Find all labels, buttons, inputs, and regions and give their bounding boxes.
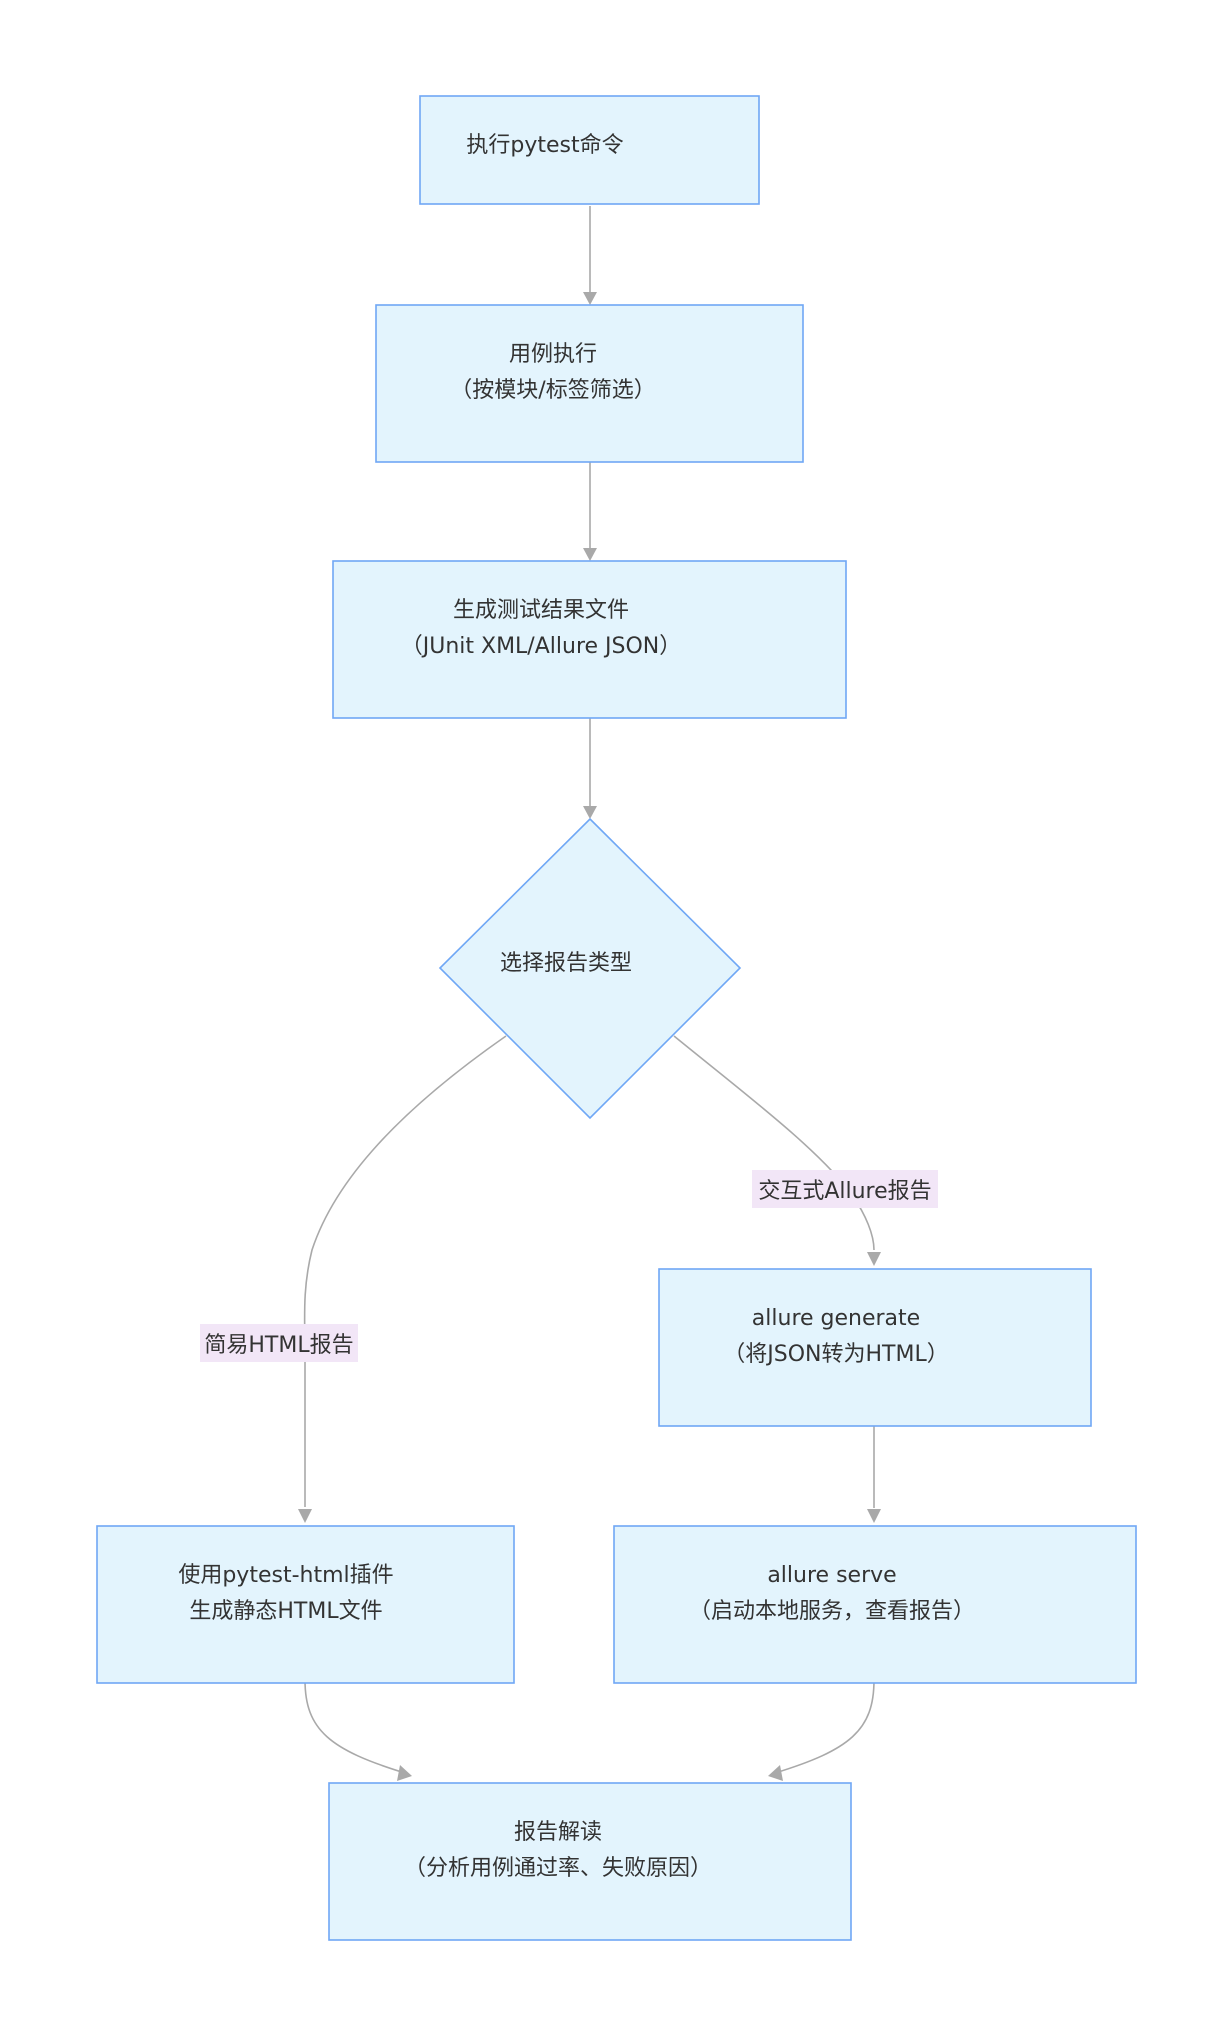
edge-label-simple-html: 简易HTML报告 <box>200 1324 358 1362</box>
node-pytest-html-line2: 生成静态HTML文件 <box>189 1599 382 1624</box>
arrow-serve-to-analysis <box>768 1765 783 1781</box>
node-execute-cases: 用例执行 （按模块/标签筛选） <box>375 304 804 463</box>
node-generate-results: 生成测试结果文件 （JUnit XML/Allure JSON） <box>332 560 847 719</box>
node-report-analysis: 报告解读 （分析用例通过率、失败原因） <box>328 1782 852 1941</box>
node-execute-cases-line1: 用例执行 <box>509 342 597 367</box>
node-report-analysis-line2: （分析用例通过率、失败原因） <box>404 1856 712 1881</box>
node-choose-report: 选择报告类型 <box>438 817 742 1120</box>
arrow-choose-to-pytest-html <box>298 1509 312 1523</box>
node-generate-results-line2: （JUnit XML/Allure JSON） <box>401 634 682 659</box>
edge-label-interactive-allure: 交互式Allure报告 <box>752 1170 938 1208</box>
arrow-generate-to-choose <box>583 806 597 819</box>
edges <box>298 206 881 1781</box>
arrow-pytest-html-to-analysis <box>397 1765 412 1781</box>
node-allure-serve-line1: allure serve <box>767 1563 896 1588</box>
node-run-pytest-line1: 执行pytest命令 <box>466 133 623 158</box>
edge-label-simple-html-text: 简易HTML报告 <box>204 1333 353 1358</box>
arrow-choose-to-allure-generate <box>867 1252 881 1266</box>
edge-pytest-html-to-analysis <box>304 1679 406 1774</box>
arrow-run-to-execute <box>583 292 597 305</box>
node-run-pytest: 执行pytest命令 <box>419 95 760 205</box>
node-allure-generate-line1: allure generate <box>752 1306 920 1331</box>
edge-choose-to-pytest-html <box>303 1035 507 1507</box>
node-generate-results-line1: 生成测试结果文件 <box>453 598 629 623</box>
node-report-analysis-line1: 报告解读 <box>514 1820 602 1845</box>
arrow-execute-to-generate <box>583 548 597 561</box>
node-choose-report-line1: 选择报告类型 <box>500 951 632 976</box>
edge-choose-to-allure-generate <box>673 1035 875 1251</box>
node-allure-serve-line2: （启动本地服务，查看报告） <box>689 1599 975 1624</box>
node-pytest-html-line1: 使用pytest-html插件 <box>178 1563 393 1588</box>
node-pytest-html: 使用pytest-html插件 生成静态HTML文件 <box>96 1525 515 1684</box>
node-allure-serve: allure serve （启动本地服务，查看报告） <box>613 1525 1137 1684</box>
node-allure-generate-line2: （将JSON转为HTML） <box>723 1342 948 1367</box>
edge-label-interactive-allure-text: 交互式Allure报告 <box>758 1179 931 1204</box>
edge-serve-to-analysis <box>774 1679 875 1774</box>
node-execute-cases-line2: （按模块/标签筛选） <box>450 378 655 403</box>
arrow-generate-to-serve <box>867 1509 881 1523</box>
node-allure-generate: allure generate （将JSON转为HTML） <box>658 1268 1092 1427</box>
